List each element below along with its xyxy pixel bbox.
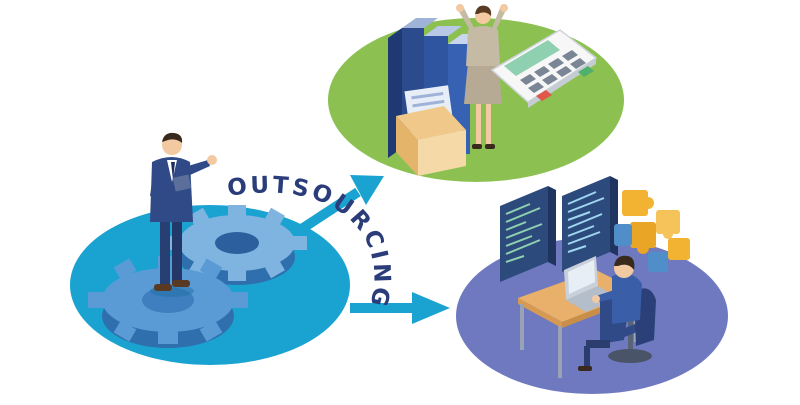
calculator-icon [490, 29, 598, 108]
accounting-scene [328, 4, 624, 182]
gear-icon [88, 256, 248, 348]
arrow-to-right [350, 292, 450, 324]
puzzle-icon [622, 190, 690, 260]
accountant-person [456, 4, 508, 149]
code-screen-icon [500, 186, 556, 282]
arrow-to-top [297, 175, 384, 235]
presenter-person [150, 132, 217, 297]
gear-icon [167, 205, 307, 285]
left-scene [70, 132, 350, 365]
code-screen-icon [562, 176, 618, 272]
puzzle-icon [614, 224, 668, 272]
developer-scene [456, 176, 728, 394]
developer-person [578, 255, 642, 371]
folder-icon [396, 85, 466, 176]
